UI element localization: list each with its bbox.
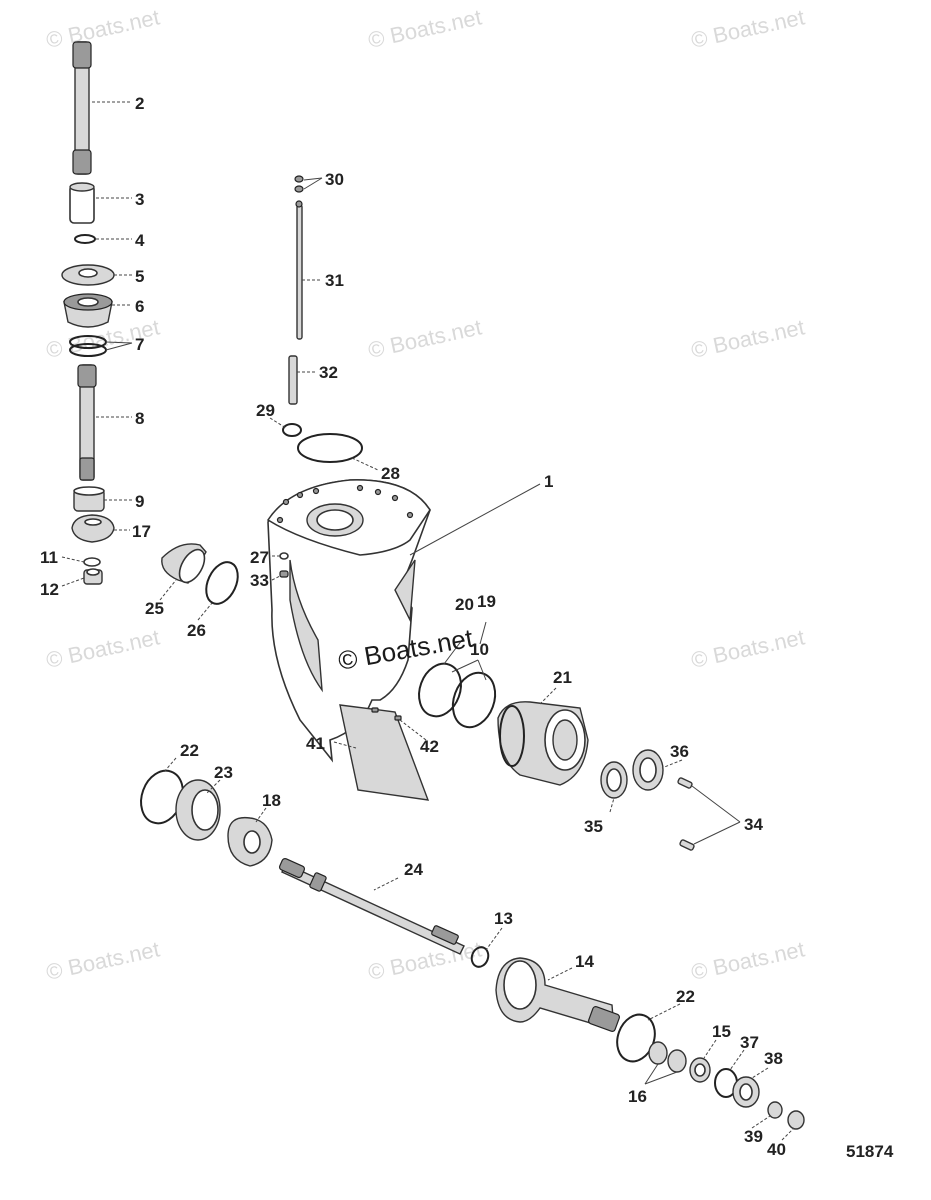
figure-number: 51874 (846, 1142, 894, 1161)
part-13-washer[interactable] (469, 945, 491, 969)
callout-35: 35 (584, 817, 603, 836)
callout-24: 24 (404, 860, 423, 879)
part-14-clutch[interactable] (495, 957, 620, 1033)
watermarks: © Boats.net © Boats.net © Boats.net © Bo… (44, 4, 807, 984)
part-10-o-ring[interactable] (446, 667, 503, 733)
callout-38: 38 (764, 1049, 783, 1068)
callout-15: 15 (712, 1022, 731, 1041)
callout-40: 40 (767, 1140, 786, 1159)
callout-1: 1 (544, 472, 553, 491)
part-34-bolts[interactable] (677, 777, 695, 851)
part-20-o-ring[interactable] (412, 658, 468, 722)
callout-33: 33 (250, 571, 269, 590)
callout-27: 27 (250, 548, 269, 567)
part-11-washer[interactable] (83, 557, 101, 567)
part-5-bearing-retainer[interactable] (61, 264, 115, 286)
part-1-gear-housing[interactable] (266, 479, 431, 763)
callout-36: 36 (670, 742, 689, 761)
part-24-propeller-shaft[interactable] (278, 857, 465, 955)
callout-25: 25 (145, 599, 164, 618)
part-28-o-ring[interactable] (297, 433, 363, 463)
callout-19: 19 (477, 592, 496, 611)
part-36-seal[interactable] (632, 749, 664, 791)
callout-13: 13 (494, 909, 513, 928)
callout-22-upper: 22 (180, 741, 199, 760)
part-17-pinion-gear[interactable] (71, 514, 115, 543)
part-32-shift-coupler[interactable] (288, 355, 298, 405)
callout-29: 29 (256, 401, 275, 420)
part-30-e-clips[interactable] (294, 175, 304, 193)
callout-22-lower: 22 (676, 987, 695, 1006)
callout-26: 26 (187, 621, 206, 640)
watermark: © Boats.net (689, 936, 807, 984)
callout-32: 32 (319, 363, 338, 382)
callouts: 2 3 4 5 6 7 8 9 17 11 12 30 31 32 29 28 … (40, 94, 786, 1159)
part-18-forward-gear[interactable] (227, 816, 273, 867)
part-2-driveshaft[interactable] (72, 41, 92, 175)
callout-31: 31 (325, 271, 344, 290)
callout-10: 10 (470, 640, 489, 659)
part-29-o-ring[interactable] (282, 423, 302, 437)
part-23-bearing[interactable] (175, 779, 221, 841)
part-38-nut[interactable] (732, 1076, 760, 1108)
callout-12: 12 (40, 580, 59, 599)
watermark: © Boats.net (689, 4, 807, 52)
watermark: © Boats.net (44, 4, 162, 52)
callout-30: 30 (325, 170, 344, 189)
callout-14: 14 (575, 952, 594, 971)
part-16-bearings[interactable] (648, 1041, 687, 1073)
part-31-shift-shaft[interactable] (295, 200, 303, 340)
callout-3: 3 (135, 190, 144, 209)
callout-34: 34 (744, 815, 763, 834)
part-33-nut[interactable] (279, 570, 289, 578)
part-3-bushing[interactable] (69, 182, 95, 224)
part-41-trim-tab[interactable] (339, 704, 430, 801)
watermark: © Boats.net (689, 314, 807, 362)
callout-18: 18 (262, 791, 281, 810)
callout-20: 20 (455, 595, 474, 614)
callout-2: 2 (135, 94, 144, 113)
part-4-retaining-ring[interactable] (74, 234, 96, 244)
part-26-o-ring[interactable] (200, 557, 244, 609)
callout-7: 7 (135, 335, 144, 354)
part-27-washer[interactable] (279, 552, 289, 560)
watermark: © Boats.net (44, 936, 162, 984)
part-21-bearing-carrier[interactable] (497, 701, 589, 786)
callout-8: 8 (135, 409, 144, 428)
callout-16: 16 (628, 1087, 647, 1106)
watermark: © Boats.net (44, 624, 162, 672)
callout-23: 23 (214, 763, 233, 782)
part-39-washer[interactable] (767, 1101, 783, 1119)
callout-6: 6 (135, 297, 144, 316)
watermark: © Boats.net (366, 314, 484, 362)
callout-42: 42 (420, 737, 439, 756)
callout-37: 37 (740, 1033, 759, 1052)
callout-11: 11 (40, 548, 58, 567)
watermark: © Boats.net (366, 936, 484, 984)
callout-41: 41 (306, 734, 325, 753)
watermark: © Boats.net (366, 4, 484, 52)
callout-39: 39 (744, 1127, 763, 1146)
callout-9: 9 (135, 492, 144, 511)
part-25-cover[interactable] (161, 543, 210, 587)
callout-21: 21 (553, 668, 572, 687)
part-40-nut[interactable] (787, 1110, 805, 1130)
watermark: © Boats.net (689, 624, 807, 672)
part-9-bearing[interactable] (73, 486, 105, 512)
part-42-screws[interactable] (371, 707, 402, 721)
callout-28: 28 (381, 464, 400, 483)
part-35-bearing[interactable] (600, 761, 628, 799)
part-15-seal[interactable] (689, 1057, 711, 1083)
part-12-nut[interactable] (83, 568, 103, 585)
callout-17: 17 (132, 522, 151, 541)
leader-lines (61, 101, 795, 1141)
callout-4: 4 (135, 231, 145, 250)
part-8-pinion-shaft[interactable] (77, 364, 97, 481)
callout-5: 5 (135, 267, 144, 286)
part-6-bearing[interactable] (63, 293, 113, 328)
